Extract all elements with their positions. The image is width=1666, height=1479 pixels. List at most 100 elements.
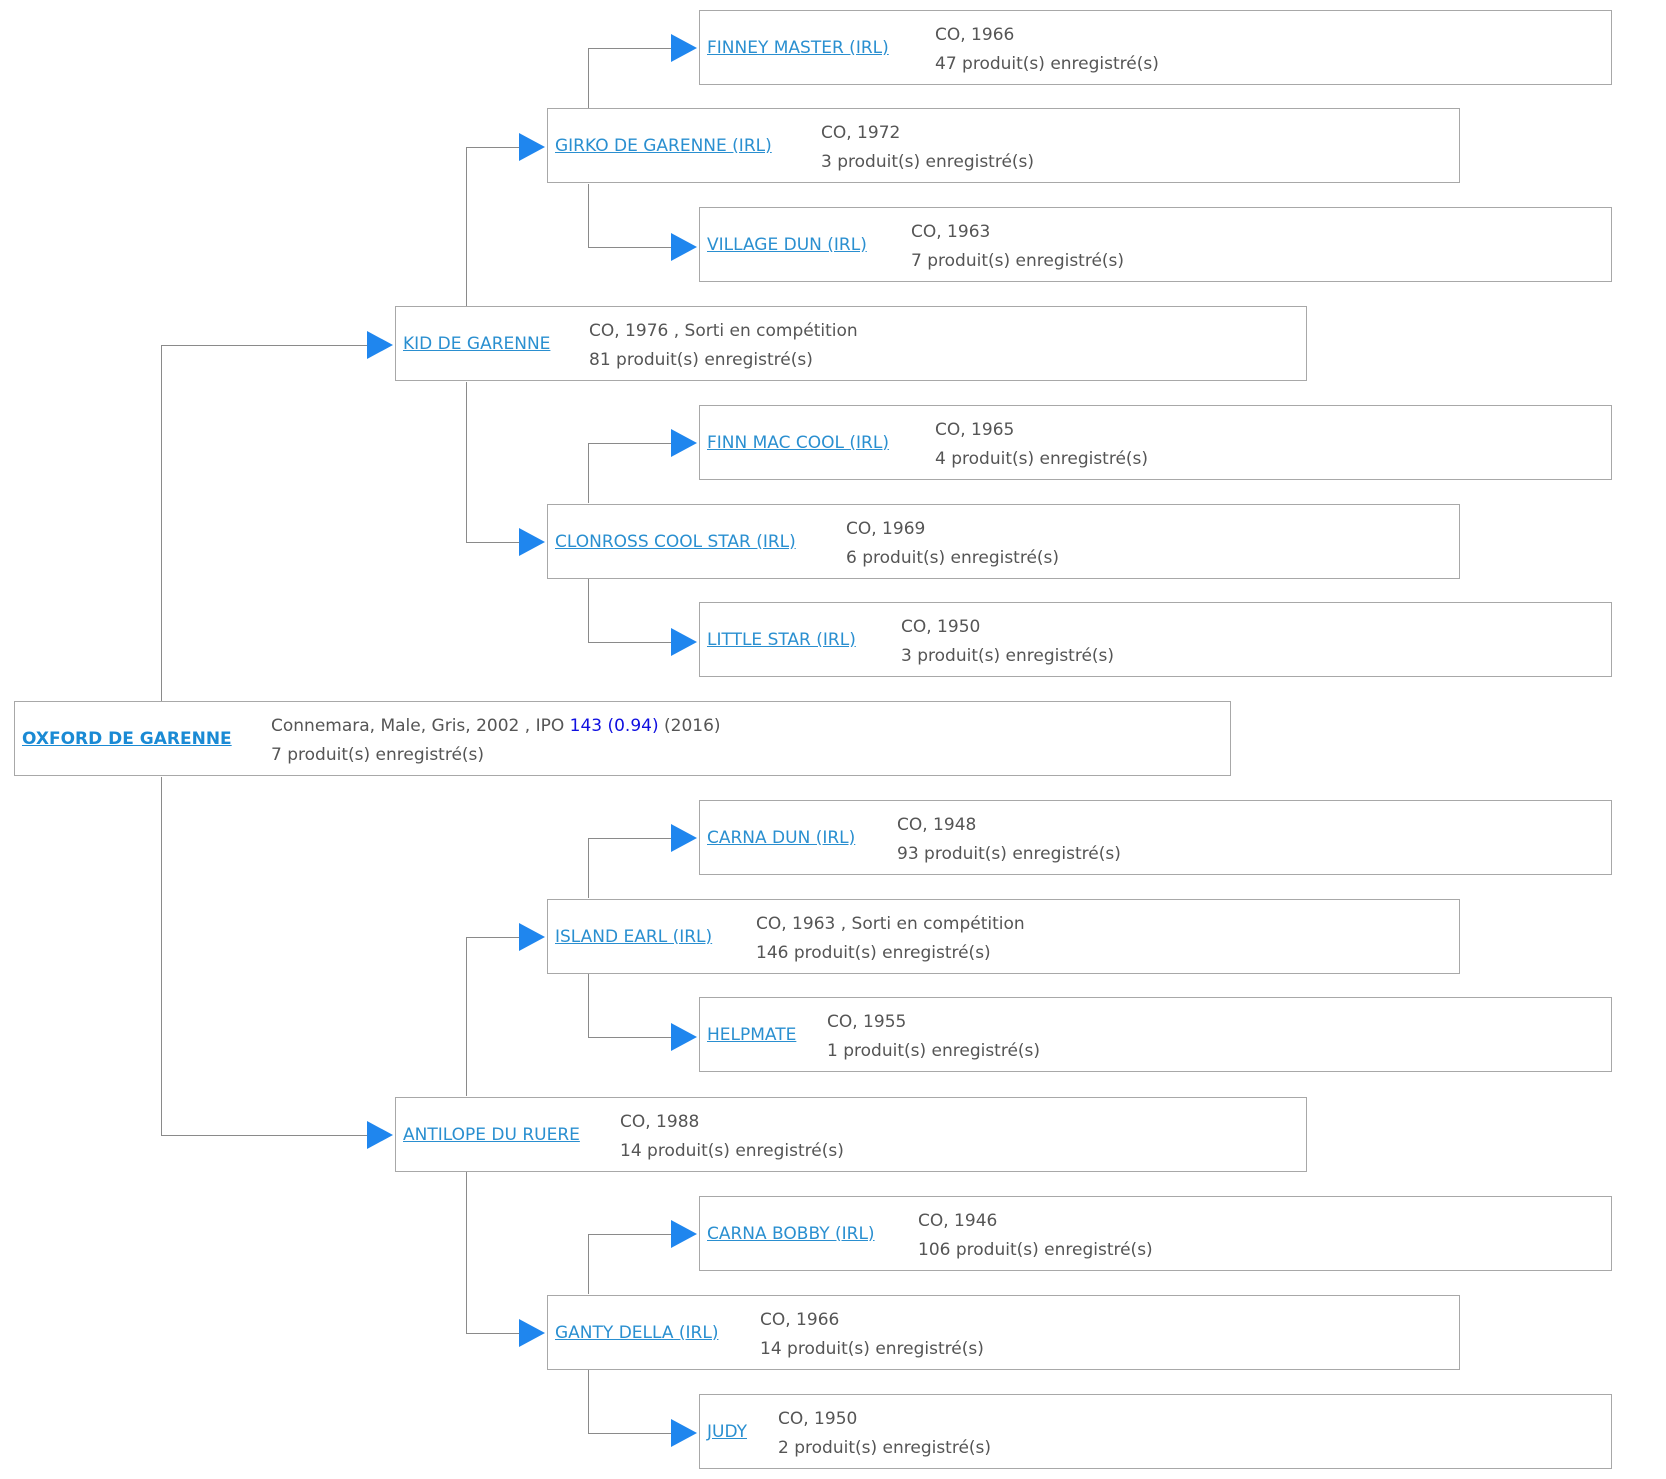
arrow-icon xyxy=(367,1121,393,1149)
horse-details: CO, 1955 xyxy=(827,1012,907,1032)
node-root: OXFORD DE GARENNE Connemara, Male, Gris,… xyxy=(14,701,1231,776)
horse-link[interactable]: KID DE GARENNE xyxy=(403,333,551,354)
horse-link[interactable]: ISLAND EARL (IRL) xyxy=(555,926,713,947)
horse-info: Connemara, Male, Gris, 2002 , IPO 143 (0… xyxy=(271,712,721,770)
horse-info: CO, 1988 14 produit(s) enregistré(s) xyxy=(620,1108,844,1166)
node-great-grandparent: HELPMATE CO, 1955 1 produit(s) enregistr… xyxy=(699,997,1612,1072)
connector xyxy=(588,579,589,642)
arrow-icon xyxy=(671,1023,697,1051)
connector xyxy=(588,443,671,444)
horse-produits: 14 produit(s) enregistré(s) xyxy=(620,1141,844,1161)
node-great-grandparent: FINN MAC COOL (IRL) CO, 1965 4 produit(s… xyxy=(699,405,1612,480)
horse-details: CO, 1976 , Sorti en compétition xyxy=(589,321,858,341)
connector xyxy=(588,247,671,248)
horse-produits: 3 produit(s) enregistré(s) xyxy=(901,646,1115,666)
horse-link[interactable]: JUDY xyxy=(707,1421,748,1442)
node-great-grandparent: JUDY CO, 1950 2 produit(s) enregistré(s) xyxy=(699,1394,1612,1469)
connector xyxy=(161,345,162,701)
arrow-icon xyxy=(671,233,697,261)
horse-link[interactable]: LITTLE STAR (IRL) xyxy=(707,629,856,650)
horse-details: CO, 1966 xyxy=(935,25,1015,45)
connector xyxy=(588,184,589,247)
node-great-grandparent: FINNEY MASTER (IRL) CO, 1966 47 produit(… xyxy=(699,10,1612,85)
horse-produits: 7 produit(s) enregistré(s) xyxy=(271,745,485,765)
horse-produits: 2 produit(s) enregistré(s) xyxy=(778,1438,992,1458)
arrow-icon xyxy=(519,1319,545,1347)
node-parent: ANTILOPE DU RUERE CO, 1988 14 produit(s)… xyxy=(395,1097,1307,1172)
horse-produits: 47 produit(s) enregistré(s) xyxy=(935,54,1159,74)
connector xyxy=(161,777,162,1135)
horse-link[interactable]: CARNA BOBBY (IRL) xyxy=(707,1223,875,1244)
node-grandparent: GIRKO DE GARENNE (IRL) CO, 1972 3 produi… xyxy=(547,108,1460,183)
horse-info: CO, 1966 47 produit(s) enregistré(s) xyxy=(935,21,1159,79)
node-great-grandparent: LITTLE STAR (IRL) CO, 1950 3 produit(s) … xyxy=(699,602,1612,677)
horse-link[interactable]: FINN MAC COOL (IRL) xyxy=(707,432,889,453)
horse-details: CO, 1946 xyxy=(918,1211,998,1231)
connector xyxy=(588,48,671,49)
horse-link[interactable]: CLONROSS COOL STAR (IRL) xyxy=(555,531,796,552)
horse-info: CO, 1955 1 produit(s) enregistré(s) xyxy=(827,1008,1040,1066)
arrow-icon xyxy=(671,429,697,457)
horse-link[interactable]: GANTY DELLA (IRL) xyxy=(555,1322,719,1343)
horse-produits: 81 produit(s) enregistré(s) xyxy=(589,350,813,370)
node-great-grandparent: CARNA DUN (IRL) CO, 1948 93 produit(s) e… xyxy=(699,800,1612,875)
horse-link[interactable]: FINNEY MASTER (IRL) xyxy=(707,37,889,58)
node-grandparent: CLONROSS COOL STAR (IRL) CO, 1969 6 prod… xyxy=(547,504,1460,579)
arrow-icon xyxy=(367,331,393,359)
connector xyxy=(588,974,589,1037)
arrow-icon xyxy=(671,34,697,62)
connector xyxy=(588,48,589,108)
connector xyxy=(466,937,519,938)
connector xyxy=(588,1370,589,1433)
horse-link[interactable]: CARNA DUN (IRL) xyxy=(707,827,856,848)
horse-info: CO, 1950 3 produit(s) enregistré(s) xyxy=(901,613,1114,671)
horse-info: CO, 1976 , Sorti en compétition 81 produ… xyxy=(589,317,858,375)
horse-link[interactable]: GIRKO DE GARENNE (IRL) xyxy=(555,135,772,156)
horse-link[interactable]: OXFORD DE GARENNE xyxy=(22,728,232,749)
horse-link[interactable]: VILLAGE DUN (IRL) xyxy=(707,234,867,255)
horse-produits: 4 produit(s) enregistré(s) xyxy=(935,449,1149,469)
horse-details: CO, 1965 xyxy=(935,420,1015,440)
node-parent: KID DE GARENNE CO, 1976 , Sorti en compé… xyxy=(395,306,1307,381)
horse-link[interactable]: HELPMATE xyxy=(707,1024,797,1045)
connector xyxy=(588,1433,671,1434)
horse-info: CO, 1963 7 produit(s) enregistré(s) xyxy=(911,218,1124,276)
arrow-icon xyxy=(671,1419,697,1447)
horse-link[interactable]: ANTILOPE DU RUERE xyxy=(403,1124,580,1145)
horse-produits: 93 produit(s) enregistré(s) xyxy=(897,844,1121,864)
horse-details: CO, 1969 xyxy=(846,519,926,539)
horse-details: CO, 1963 , Sorti en compétition xyxy=(756,914,1025,934)
connector xyxy=(466,382,467,542)
connector xyxy=(588,642,671,643)
node-great-grandparent: CARNA BOBBY (IRL) CO, 1946 106 produit(s… xyxy=(699,1196,1612,1271)
arrow-icon xyxy=(671,628,697,656)
arrow-icon xyxy=(671,1220,697,1248)
connector xyxy=(466,147,519,148)
node-grandparent: GANTY DELLA (IRL) CO, 1966 14 produit(s)… xyxy=(547,1295,1460,1370)
connector xyxy=(466,1333,519,1334)
horse-details: CO, 1972 xyxy=(821,123,901,143)
horse-details: CO, 1963 xyxy=(911,222,991,242)
connector xyxy=(588,838,671,839)
horse-info: CO, 1969 6 produit(s) enregistré(s) xyxy=(846,515,1059,573)
arrow-icon xyxy=(519,923,545,951)
horse-info: CO, 1965 4 produit(s) enregistré(s) xyxy=(935,416,1148,474)
horse-produits: 6 produit(s) enregistré(s) xyxy=(846,548,1060,568)
connector xyxy=(588,1037,671,1038)
horse-details: CO, 1950 xyxy=(901,617,981,637)
connector xyxy=(466,542,519,543)
horse-info: CO, 1946 106 produit(s) enregistré(s) xyxy=(918,1207,1153,1265)
horse-details: CO, 1988 xyxy=(620,1112,700,1132)
connector xyxy=(466,1172,467,1333)
horse-produits: 14 produit(s) enregistré(s) xyxy=(760,1339,984,1359)
horse-details: Connemara, Male, Gris, 2002 , IPO 143 (0… xyxy=(271,716,721,736)
connector xyxy=(161,1135,367,1136)
horse-produits: 1 produit(s) enregistré(s) xyxy=(827,1041,1041,1061)
arrow-icon xyxy=(671,824,697,852)
horse-info: CO, 1966 14 produit(s) enregistré(s) xyxy=(760,1306,984,1364)
horse-info: CO, 1963 , Sorti en compétition 146 prod… xyxy=(756,910,1025,968)
connector xyxy=(588,1234,589,1294)
connector xyxy=(588,1234,671,1235)
horse-produits: 146 produit(s) enregistré(s) xyxy=(756,943,991,963)
